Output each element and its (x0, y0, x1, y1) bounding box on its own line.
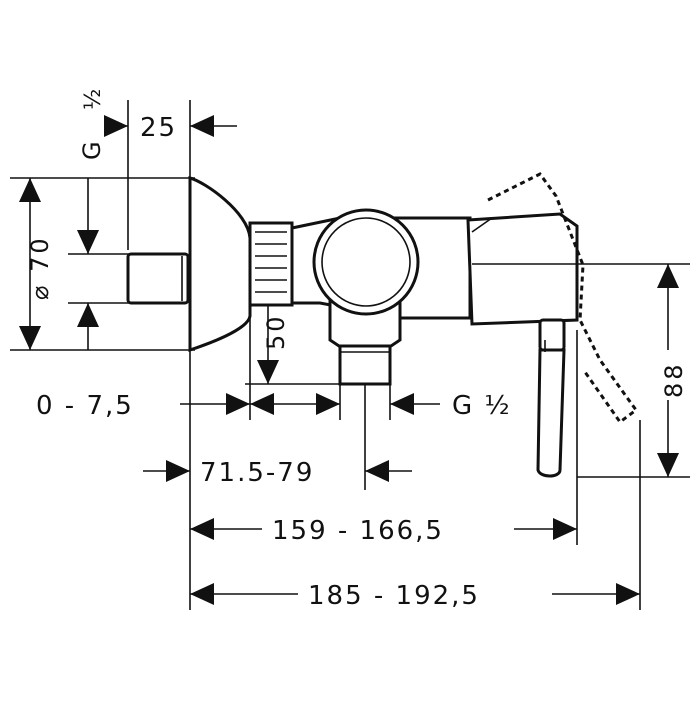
thread-top-half: ½ (81, 89, 106, 110)
faucet-body (126, 176, 579, 478)
thread-bottom: G ½ (452, 391, 512, 421)
thread-top-g: G (78, 138, 106, 160)
dim-88: 88 (660, 361, 688, 398)
dim-diameter-70: ⌀ 70 (26, 235, 54, 300)
dimension-labels: G ½ 25 ⌀ 70 50 0 - 7,5 G ½ 71.5-79 159 -… (26, 89, 688, 611)
dim-71-5-79: 71.5-79 (200, 458, 314, 488)
alternate-lever-position (487, 172, 639, 425)
dim-0-7-5: 0 - 7,5 (36, 391, 134, 421)
dim-159-166-5: 159 - 166,5 (272, 516, 444, 546)
dim-185-192-5: 185 - 192,5 (308, 581, 480, 611)
dim-50: 50 (262, 313, 290, 350)
dim-25: 25 (140, 113, 177, 143)
